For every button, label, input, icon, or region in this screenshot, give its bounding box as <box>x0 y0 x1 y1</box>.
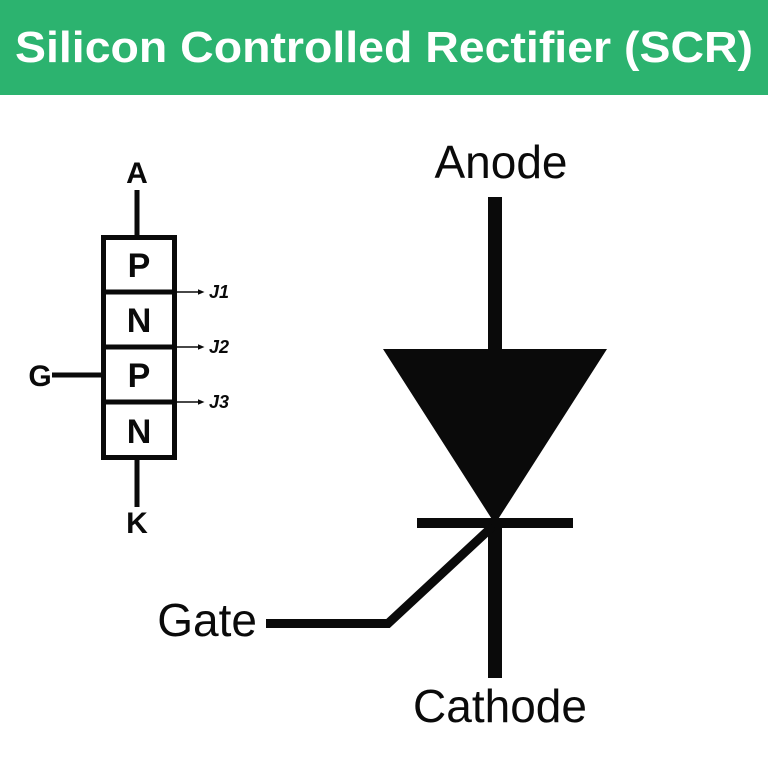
layer-n1-label: N <box>127 302 152 340</box>
symbol-anode-label: Anode <box>434 136 567 188</box>
layer-n2-label: N <box>127 413 152 451</box>
symbol-triangle-icon <box>383 349 607 524</box>
symbol-cathode-lead <box>488 528 502 678</box>
junction-j1-label: J1 <box>209 282 229 302</box>
junction-arrow-1-icon <box>198 289 205 295</box>
symbol-anode-lead <box>488 197 502 350</box>
gate-terminal-label: G <box>28 360 51 393</box>
pnpn-layer-diagram: A P N P N J1 J2 J3 G <box>28 157 229 540</box>
page-title: Silicon Controlled Rectifier (SCR) <box>15 23 753 72</box>
symbol-cathode-bar <box>417 518 573 528</box>
symbol-gate-lead <box>266 522 497 628</box>
scr-symbol: Anode Gate Cathode <box>157 136 607 732</box>
header-banner <box>0 0 768 95</box>
anode-terminal-label: A <box>126 157 148 190</box>
junction-j3-label: J3 <box>209 392 229 412</box>
symbol-cathode-label: Cathode <box>413 680 587 732</box>
junction-arrow-3-icon <box>198 399 205 405</box>
junction-j2-label: J2 <box>209 337 229 357</box>
layer-p2-label: P <box>128 357 151 395</box>
layer-p1-label: P <box>128 247 151 285</box>
junction-arrow-2-icon <box>198 344 205 350</box>
symbol-gate-label: Gate <box>157 594 257 646</box>
cathode-terminal-label: K <box>126 507 148 540</box>
